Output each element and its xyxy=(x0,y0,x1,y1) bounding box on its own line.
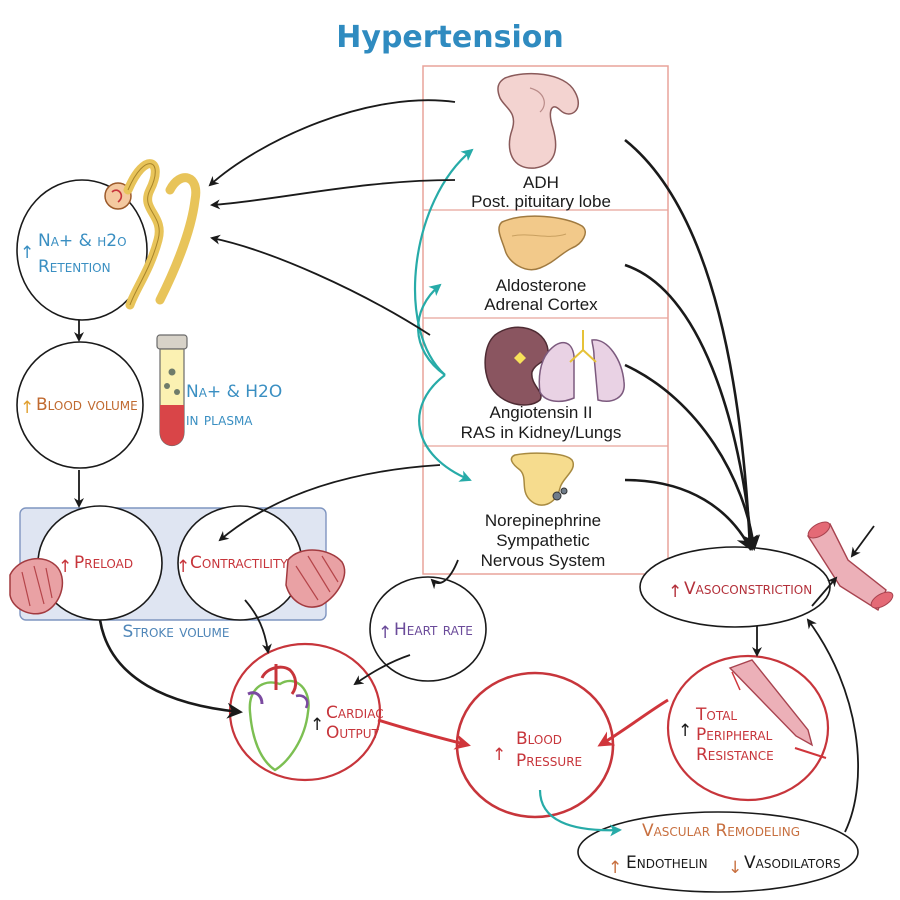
sympathetic-label: Sympathetic xyxy=(496,531,590,550)
blood-pressure-line1: Blood xyxy=(516,729,562,749)
blood-volume-node: ↑ Blood volume xyxy=(16,341,144,469)
preload-up-arrow: ↑ xyxy=(58,557,72,577)
aldosterone-source-label: Adrenal Cortex xyxy=(484,295,598,314)
retention-node: ↑ Na+ & h2o Retention xyxy=(16,159,201,321)
adh-label: ADH xyxy=(523,173,559,192)
vasoconstriction-node: ↑ Vasoconstriction xyxy=(639,546,831,628)
endothelin-up-arrow: ↑ xyxy=(608,858,622,878)
vasoconstriction-label: Vasoconstriction xyxy=(684,579,812,599)
retention-up-arrow: ↑ xyxy=(20,243,34,263)
heart-rate-node: ↑ Heart rate xyxy=(369,576,487,682)
blood-pressure-up-arrow: ↑ xyxy=(492,745,506,765)
adh-source-label: Post. pituitary lobe xyxy=(471,192,611,211)
plasma-line1: Na+ & H2O xyxy=(186,382,282,402)
norepinephrine-label: Norepinephrine xyxy=(485,511,601,530)
nervous-system-label: Nervous System xyxy=(481,551,606,570)
remodeling-title: Vascular Remodeling xyxy=(642,821,800,841)
page-title: Hypertension xyxy=(336,20,563,55)
teal-remodeling-arrow xyxy=(538,789,622,837)
cardiac-output-up-arrow: ↑ xyxy=(310,715,324,735)
cardiac-output-line1: Cardiac xyxy=(326,703,384,723)
kidney-lungs-icon xyxy=(484,326,625,406)
angiotensin-label: Angiotensin II xyxy=(489,403,592,422)
preload-label: Preload xyxy=(74,553,133,573)
stroke-volume-label: Stroke volume xyxy=(122,622,229,642)
kidney-nephron-icon xyxy=(104,159,201,310)
tpr-line2: Peripheral xyxy=(696,725,773,745)
vasoconstriction-up-arrow: ↑ xyxy=(668,582,682,602)
retention-line1: Na+ & h2o xyxy=(38,231,127,251)
stroke-volume-box: ↑ Preload ↑ Contractility Stroke volume xyxy=(19,505,327,642)
angiotensin-source-label: RAS in Kidney/Lungs xyxy=(461,423,622,442)
tpr-line3: Resistance xyxy=(696,745,774,765)
heart-muscle-right-icon xyxy=(285,549,346,608)
blood-volume-up-arrow: ↑ xyxy=(20,398,34,418)
vasodilators-down-arrow: ↓ xyxy=(728,858,742,878)
cardiac-output-node: ↑ Cardiac Output xyxy=(228,642,384,782)
flow-arrows xyxy=(74,99,859,833)
heart-icon xyxy=(247,664,310,772)
heart-rate-up-arrow: ↑ xyxy=(378,623,392,643)
aldosterone-label: Aldosterone xyxy=(496,276,587,295)
adrenal-gland-icon xyxy=(498,215,586,271)
endothelin-label: Endothelin xyxy=(626,853,708,873)
retention-line2: Retention xyxy=(38,257,111,277)
plasma-line2: in plasma xyxy=(186,410,253,430)
resistance-vessel-icon xyxy=(728,659,827,759)
heart-rate-label: Heart rate xyxy=(394,620,473,640)
teal-arrows xyxy=(413,148,474,482)
squeeze-arrows xyxy=(811,525,875,607)
vasodilators-label: Vasodilators xyxy=(744,853,841,873)
blood-volume-label: Blood volume xyxy=(36,395,138,415)
blood-pressure-line2: Pressure xyxy=(516,751,582,771)
hormone-panel: ADH Post. pituitary lobe Aldosterone Adr… xyxy=(422,65,669,575)
pituitary-icon xyxy=(497,72,580,169)
blood-pressure-node: ↑ Blood Pressure xyxy=(455,671,615,819)
tpr-node: ↑ Total Peripheral Resistance xyxy=(666,654,830,802)
contractility-up-arrow: ↑ xyxy=(176,557,190,577)
constricted-vessel-icon xyxy=(807,521,894,612)
tpr-up-arrow: ↑ xyxy=(678,721,692,741)
sympathetic-nerve-icon xyxy=(510,452,575,506)
contractility-label: Contractility xyxy=(190,553,288,573)
red-arrows xyxy=(377,698,669,750)
vascular-remodeling-node: Vascular Remodeling ↑ Endothelin ↓ Vasod… xyxy=(577,811,859,893)
test-tube-icon xyxy=(156,334,188,447)
cardiac-output-line2: Output xyxy=(326,723,380,743)
heart-muscle-left-icon xyxy=(9,557,64,615)
tpr-line1: Total xyxy=(695,705,737,725)
